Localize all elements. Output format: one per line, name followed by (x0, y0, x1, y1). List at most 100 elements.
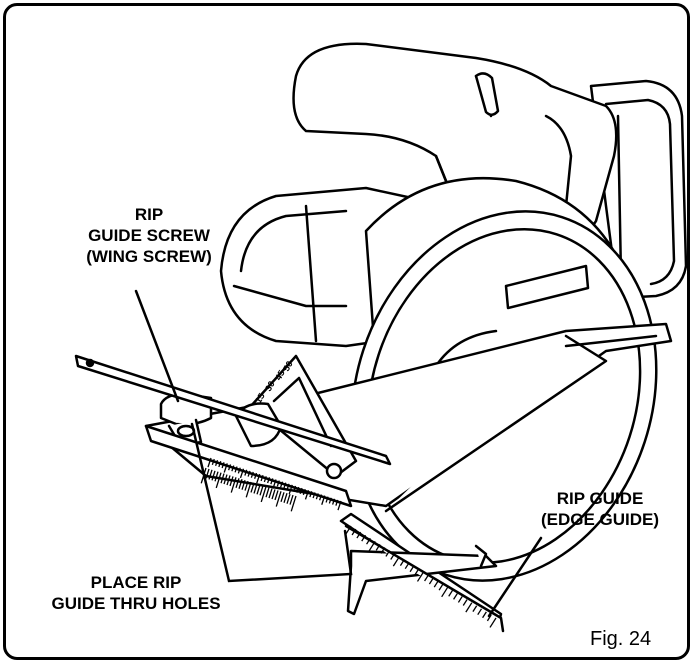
label-line: RIP (134, 205, 164, 224)
scale-tick (208, 469, 213, 480)
scale-tick (286, 493, 291, 504)
scale-tick (253, 472, 258, 479)
scale-tick (215, 472, 222, 489)
scale-tick (223, 474, 228, 485)
bevel-scale: 50 45 30 15 (253, 359, 295, 405)
scale-tick (368, 540, 376, 552)
scale-tick (260, 474, 264, 482)
scale-tick (223, 463, 228, 473)
scale-tick (256, 473, 261, 484)
scale-tick (433, 580, 439, 588)
scale-tick (428, 577, 434, 585)
label-rip-guide-screw: RIP GUIDE SCREW (WING SCREW) (74, 204, 224, 267)
scale-tick (235, 478, 240, 489)
scale-tick (220, 473, 225, 484)
scale-tick (453, 593, 458, 600)
scale-tick (266, 477, 271, 484)
scale-tick (279, 481, 284, 488)
scale-tick (321, 495, 326, 505)
scale-tick (245, 481, 252, 498)
scale-tick (211, 470, 216, 481)
scale-tick (250, 471, 254, 478)
scale-tick (331, 498, 336, 505)
scale-tick (409, 565, 415, 573)
scale-tick (237, 467, 241, 474)
scale-tick (247, 470, 251, 477)
shoe-plate (144, 322, 673, 513)
scale-tick (211, 458, 215, 465)
scale-tick (229, 476, 234, 487)
scale-tick (477, 608, 483, 616)
scale-tick (214, 459, 219, 467)
scale-tick (385, 550, 391, 557)
label-line: GUIDE SCREW (88, 226, 210, 245)
scale-tick (290, 495, 297, 512)
leader-lines (134, 289, 543, 618)
scale-tick (399, 559, 405, 566)
scale-tick (274, 490, 279, 501)
scale-tick (263, 476, 267, 483)
scale-tick (256, 484, 261, 495)
scale-tick (276, 480, 280, 487)
scale-tick (366, 537, 371, 545)
scale-tick (283, 493, 288, 503)
scale-tick (286, 483, 290, 490)
scale-tick (304, 490, 310, 500)
scale-tick (438, 583, 444, 591)
scale-tick (482, 611, 487, 619)
scale-tick (244, 469, 248, 476)
label-line: (WING SCREW) (86, 247, 212, 266)
scale-tick (392, 556, 400, 567)
scale-tick (241, 479, 246, 490)
scale-tick (253, 483, 258, 494)
scale-tick (260, 486, 267, 503)
scale-tick (489, 617, 497, 628)
leader-rip-guide (487, 536, 543, 618)
scale-tick (275, 491, 282, 507)
scale-tick (296, 486, 300, 493)
scale-tick (250, 482, 255, 493)
scale-tick (280, 492, 285, 503)
scale-tick (472, 605, 478, 612)
scale-tick (226, 475, 231, 486)
leader-wing-screw (134, 289, 180, 403)
scale-tick (283, 482, 287, 489)
scale-tick (318, 494, 323, 501)
bevel-mark-45: 45 (273, 368, 287, 382)
scale-tick (315, 493, 319, 500)
scale-tick (462, 599, 468, 606)
scale-tick (227, 464, 232, 471)
label-line: PLACE RIP (90, 573, 182, 592)
scale-tick (361, 534, 367, 542)
scale-tick (221, 462, 225, 469)
scale-tick (380, 547, 386, 554)
bevel-mark-15: 15 (253, 391, 267, 405)
scale-tick (218, 461, 222, 468)
scale-tick (457, 596, 463, 603)
scale-tick (230, 477, 237, 493)
scale-tick (268, 488, 273, 499)
scale-tick (416, 571, 425, 582)
scale-tick (335, 499, 339, 506)
circular-saw-illustration (74, 42, 687, 633)
scale-tick (356, 531, 362, 539)
scale-tick (259, 485, 264, 496)
scale-tick (272, 479, 277, 489)
scale-tick (375, 544, 381, 551)
scale-tick (239, 468, 245, 479)
scale-tick (270, 478, 274, 485)
scale-tick (448, 590, 454, 597)
scale-tick (214, 471, 219, 482)
scale-tick (404, 562, 410, 570)
scale-tick (424, 574, 429, 582)
label-line: GUIDE THRU HOLES (51, 594, 221, 613)
leader-holes (190, 422, 353, 583)
scale-tick (351, 528, 357, 536)
label-line: (EDGE GUIDE) (540, 510, 660, 529)
scale-tick (207, 457, 212, 468)
scale-tick (271, 489, 276, 500)
bevel-mark-30: 30 (263, 379, 277, 393)
scale-tick (337, 500, 342, 511)
figure-frame: 50 45 30 15 RIP GUIDE SCREW (WING SCREW)… (3, 3, 690, 660)
scale-tick (312, 492, 316, 499)
